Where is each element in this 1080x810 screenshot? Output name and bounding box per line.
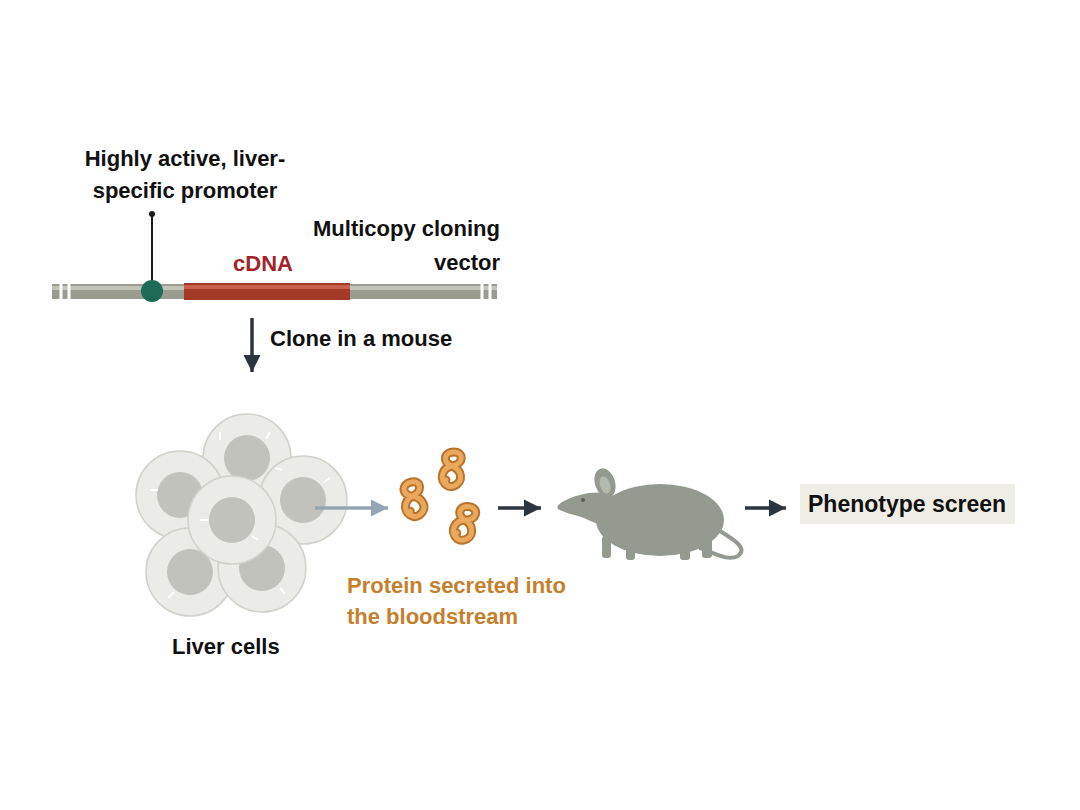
vector-break — [68, 283, 71, 300]
vector-break — [489, 283, 492, 300]
liver-cells: Liver cells — [135, 372, 315, 667]
flow-arrow — [498, 506, 541, 510]
secreted-protein — [399, 452, 476, 542]
phenotype-screen-box: Phenotype screen — [800, 484, 1015, 524]
cdna-label: cDNA — [213, 248, 313, 280]
edge-label: Clone in a mouse — [270, 323, 452, 355]
cell-marks — [150, 432, 330, 598]
liver-cells — [136, 414, 347, 616]
flow-arrow — [745, 506, 786, 510]
node-text: Phenotype screen — [800, 484, 1015, 524]
cdna-highlight — [184, 285, 350, 289]
promoter-label: Highly active, liver-specific promoter — [60, 143, 310, 207]
promoter-dot — [141, 280, 163, 302]
flow-arrow — [315, 506, 388, 510]
vector-break — [60, 283, 63, 300]
leader-dot — [149, 211, 155, 217]
vector-break — [481, 283, 484, 300]
secreted-protein: Protein secreted into the bloodstream — [388, 450, 618, 630]
vector-bar — [52, 284, 497, 299]
cdna-segment — [184, 283, 350, 300]
leader-line — [151, 214, 153, 282]
mouse — [557, 466, 741, 560]
node-text: Protein secreted into the bloodstream — [347, 570, 587, 632]
flow-arrow — [250, 318, 254, 372]
node-text: Liver cells — [172, 631, 332, 662]
node-text: Multicopy cloning vector — [300, 212, 500, 280]
